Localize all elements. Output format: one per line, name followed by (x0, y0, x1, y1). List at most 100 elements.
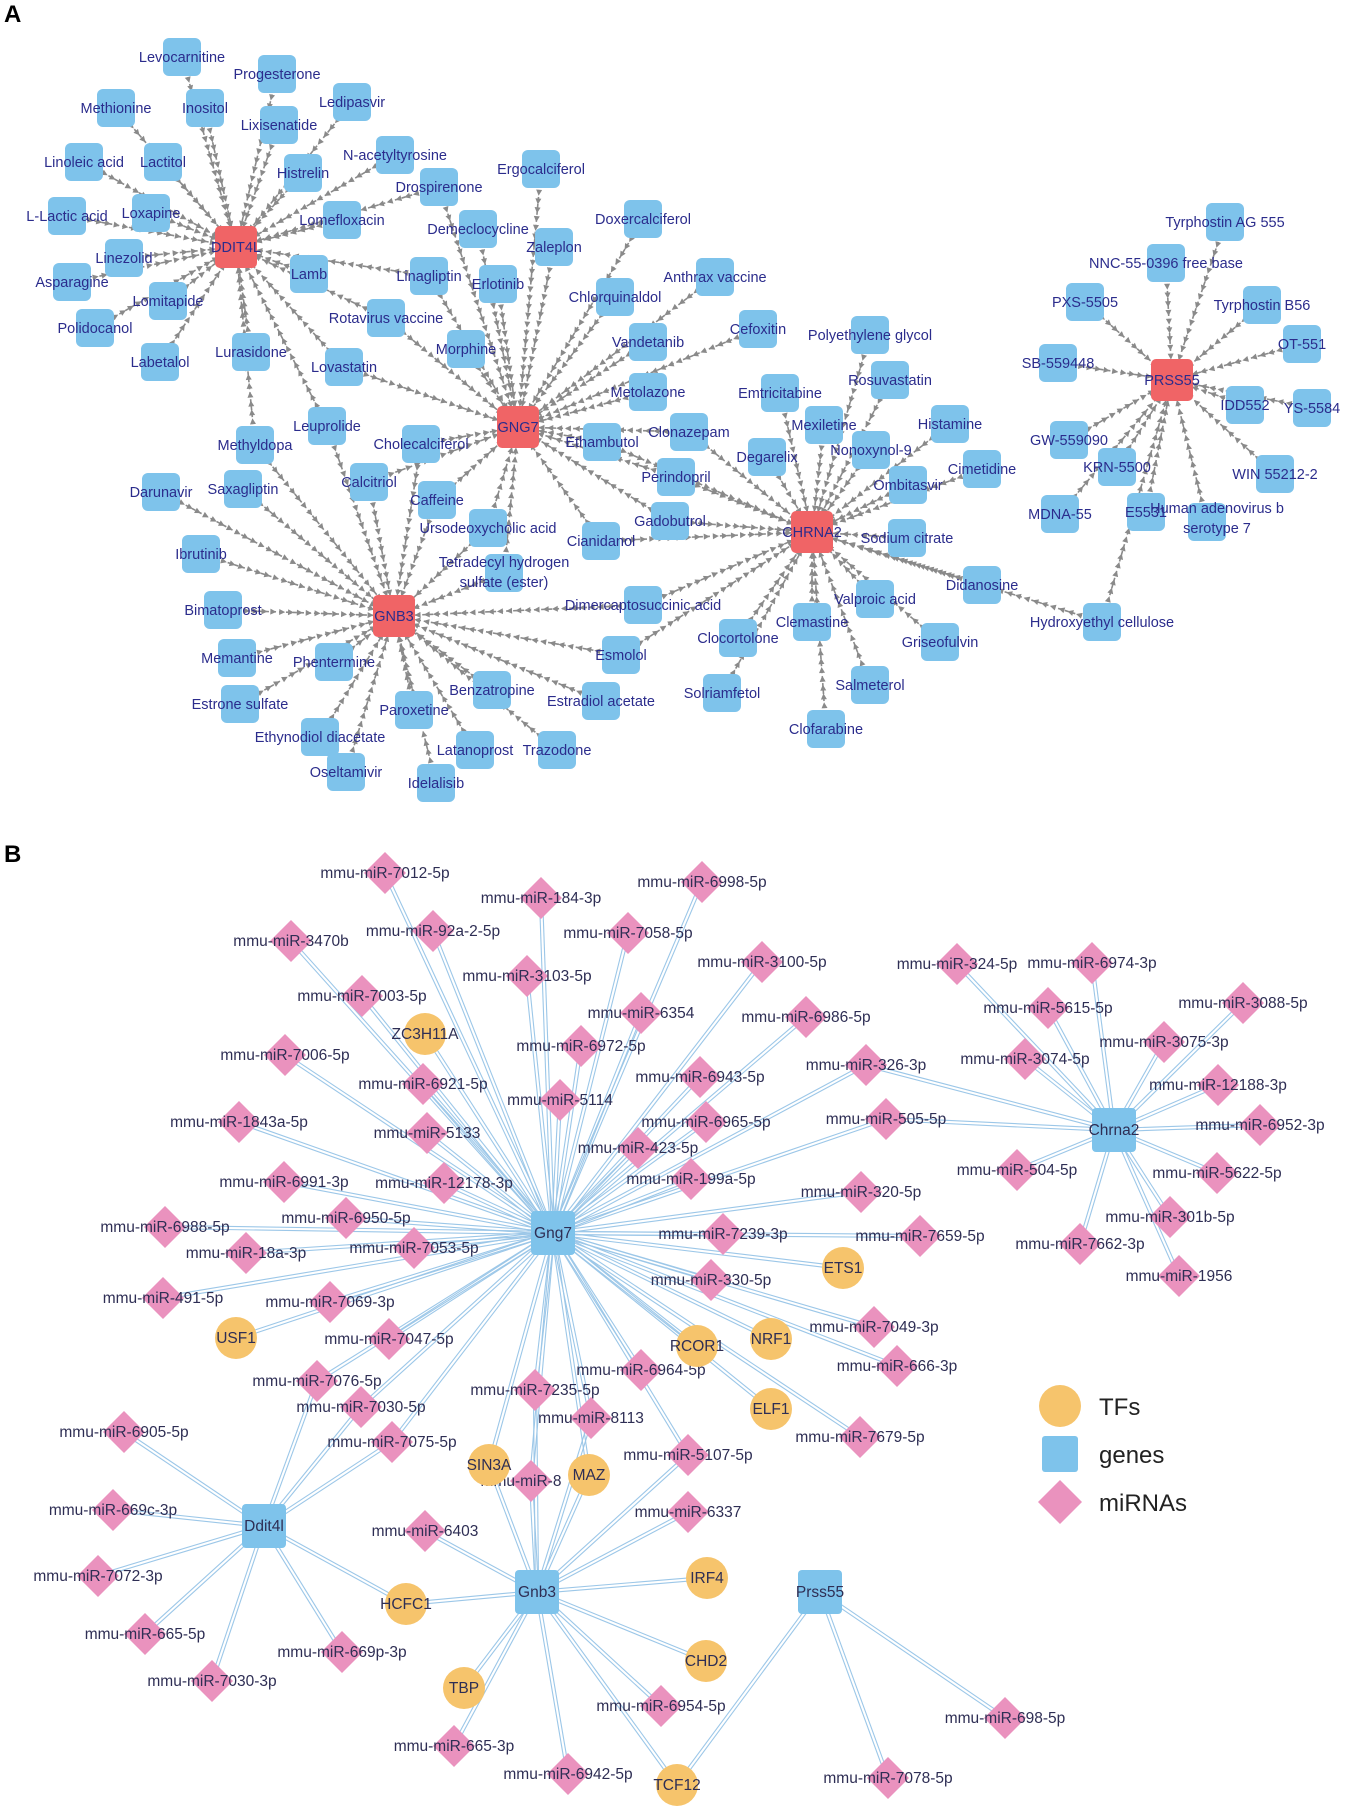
edge-latanoprost-gnb3 (403, 632, 469, 739)
hub-node-gng7: GNG7 (497, 406, 539, 448)
drug-label: Oseltamivir (310, 765, 383, 781)
mirna-label: mmu-miR-7078-5p (823, 1770, 952, 1787)
edge-mmu-mir-505-5p-gng7 (552, 1116, 887, 1236)
drug-node-estradiol-acetate: Estradiol acetate (547, 682, 655, 720)
mirna-node-mmu-mir-7053-5p: mmu-miR-7053-5p (349, 1227, 479, 1269)
drug-label: Nonoxynol-9 (830, 443, 911, 459)
mirna-node-mmu-mir-6950-5p: mmu-miR-6950-5p (281, 1197, 411, 1239)
mirna-label: mmu-miR-3100-5p (697, 954, 826, 971)
drug-label: Inositol (182, 101, 228, 117)
mirna-label: mmu-miR-7679-5p (795, 1429, 924, 1446)
edge-clofarabine-chrna2 (810, 551, 828, 716)
drug-node-polidocanol: Polidocanol (58, 309, 132, 347)
mirna-node-mmu-mir-6998-5p: mmu-miR-6998-5p (637, 861, 767, 903)
tf-label: ELF1 (752, 1401, 789, 1418)
mirna-label: mmu-miR-324-5p (897, 956, 1018, 973)
edge-metolazone-gng7 (537, 394, 635, 424)
edge-mmu-mir-505-5p-chrna2 (885, 1116, 1115, 1133)
edge-lamb-ddit4l (254, 253, 297, 270)
edge-mmu-mir-6991-3p-gng7 (283, 1179, 554, 1236)
drug-node-gadobutrol: Gadobutrol (634, 502, 706, 540)
drug-node-zaleplon: Zaleplon (526, 228, 582, 266)
edge-tyrphostin-ag-555-prss55 (1177, 235, 1222, 362)
drug-node-levocarnitine: Levocarnitine (139, 38, 225, 76)
drug-node-idelalisib: Idelalisib (408, 764, 464, 802)
edge-salmeterol-chrna2 (818, 550, 866, 673)
edge-mmu-mir-324-5p-chrna2 (955, 962, 1116, 1132)
edge-n-acetyltyrosine-ddit4l (252, 161, 384, 238)
edge-mmu-mir-7069-3p-gng7 (329, 1230, 554, 1305)
drug-node-benzatropine: Benzatropine (449, 671, 535, 709)
mirna-label: mmu-miR-6942-5p (503, 1766, 632, 1783)
drug-node-idd552: IDD552 (1220, 386, 1270, 424)
edge-mmu-mir-5107-5p-gnb3 (535, 1453, 690, 1594)
mirna-label: mmu-miR-3075-3p (1099, 1034, 1228, 1051)
drug-node-lovastatin: Lovastatin (311, 348, 377, 386)
edge-mmu-mir-184-3p-gng7 (538, 897, 556, 1234)
drug-label: Calcitriol (341, 475, 397, 491)
edge-sb-559448-prss55 (1071, 363, 1153, 380)
edge-ombitasvir-chrna2 (829, 490, 896, 524)
edge-mmu-mir-6942-5p-gnb3 (534, 1591, 571, 1775)
drug-label: GW-559090 (1030, 433, 1108, 449)
mirna-node-mmu-mir-8113: mmu-miR-8113 (538, 1397, 644, 1439)
tf-label: HCFC1 (380, 1596, 432, 1613)
edge-tcf12-prss55 (675, 1590, 822, 1787)
drug-label: Didanosine (946, 578, 1019, 594)
gene-node-gng7: Gng7 (531, 1211, 575, 1255)
drug-node-morphine: Morphine (436, 330, 496, 368)
drug-node-e5531: E5531 (1125, 493, 1167, 531)
edge-vandetanib-gng7 (534, 348, 637, 417)
tf-node-ets1: ETS1 (822, 1247, 864, 1289)
drug-label: YS-5584 (1284, 401, 1340, 417)
drug-node-linezolid: Linezolid (95, 239, 153, 277)
drug-node-caffeine: Caffeine (410, 481, 464, 519)
drug-label: Morphine (436, 342, 496, 358)
drug-node-cianidanol: Cianidanol (567, 522, 635, 560)
edge-mmu-mir-1956-chrna2 (1112, 1129, 1181, 1277)
mirna-label: mmu-miR-7006-5p (220, 1047, 349, 1064)
drug-node-lomitapide: Lomitapide (133, 282, 203, 320)
edge-nnc-55-0396-free-base-prss55 (1164, 276, 1174, 361)
edge-ibrutinib-gnb3 (214, 557, 376, 611)
drug-node-lurasidone: Lurasidone (215, 333, 287, 371)
mirna-node-mmu-mir-6972-5p: mmu-miR-6972-5p (516, 1025, 646, 1067)
drug-node-phentermine: Phentermine (293, 643, 375, 681)
drug-label: Erlotinib (472, 277, 524, 293)
drug-label: Estrone sulfate (192, 697, 289, 713)
drug-node-lomefloxacin: Lomefloxacin (299, 201, 385, 239)
drug-node-progesterone: Progesterone (233, 55, 321, 93)
edge-ys-5584-prss55 (1191, 382, 1299, 407)
edge-mmu-mir-326-3p-gng7 (551, 1063, 868, 1235)
mirna-label: mmu-miR-7012-5p (320, 865, 449, 882)
mirna-label: mmu-miR-6921-5p (358, 1076, 487, 1093)
drug-label: Levocarnitine (139, 50, 225, 66)
edge-cianidanol-chrna2 (614, 530, 793, 544)
drug-label: Ledipasvir (319, 95, 385, 111)
gene-label: Gng7 (534, 1225, 572, 1242)
drug-label: Clofarabine (789, 722, 863, 738)
drug-node-ergocalciferol: Ergocalciferol (497, 150, 585, 188)
mirna-node-mmu-mir-3074-5p: mmu-miR-3074-5p (960, 1038, 1090, 1080)
mirna-node-mmu-mir-199a-5p: mmu-miR-199a-5p (626, 1158, 756, 1200)
mirna-node-mmu-mir-92a-2-5p: mmu-miR-92a-2-5p (366, 910, 500, 952)
drug-label: Demeclocycline (427, 222, 529, 238)
gene-node-ddit4l: Ddit4l (242, 1504, 286, 1548)
edge-mmu-mir-6998-5p-gng7 (551, 881, 704, 1234)
mirna-label: mmu-miR-491-5p (103, 1290, 224, 1307)
drug-node-demeclocycline: Demeclocycline (427, 210, 529, 248)
drug-label: Linagliptin (396, 269, 461, 285)
mirna-label: mmu-miR-7075-5p (327, 1434, 456, 1451)
mirna-label: mmu-miR-3103-5p (462, 968, 591, 985)
tf-label: SIN3A (467, 1457, 512, 1474)
mirna-node-mmu-mir-7075-5p: mmu-miR-7075-5p (327, 1421, 457, 1463)
drug-label: E5531 (1125, 505, 1167, 521)
mirna-label: mmu-miR-7072-3p (33, 1568, 162, 1585)
edge-mmu-mir-6905-5p-ddit4l (122, 1430, 266, 1528)
drug-node-dimercaptosuccinic-acid: Dimercaptosuccinic acid (565, 586, 721, 624)
mirna-node-mmu-mir-18a-3p: mmu-miR-18a-3p (186, 1232, 306, 1274)
drug-node-clocortolone: Clocortolone (697, 619, 779, 657)
